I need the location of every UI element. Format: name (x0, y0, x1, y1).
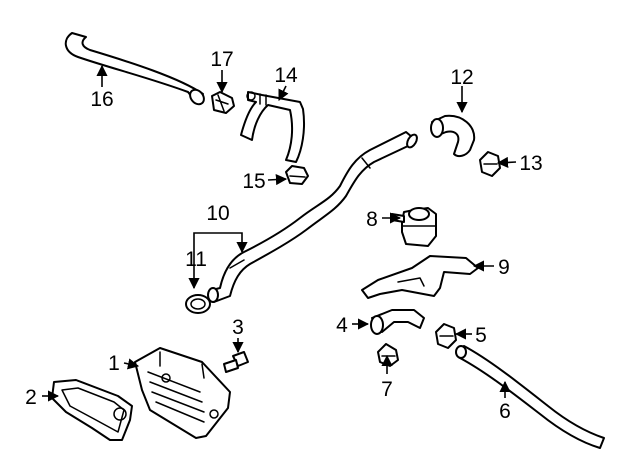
callout-12: 12 (450, 66, 473, 89)
callout-11: 11 (185, 248, 207, 271)
part-2-gasket (51, 379, 133, 441)
part-5-clamp (435, 323, 457, 349)
callout-3: 3 (232, 316, 244, 339)
part-9-bracket (361, 255, 479, 299)
part-11-o-ring (185, 294, 211, 314)
part-1-oil-cooler (134, 347, 231, 439)
part-7-clamp (377, 343, 399, 367)
part-10-pipe (207, 131, 418, 303)
callout-15: 15 (242, 170, 265, 193)
callout-labels: 16 17 14 15 12 13 8 9 10 11 4 5 7 6 3 1 … (25, 48, 543, 423)
leader-lines (42, 64, 517, 402)
callout-13: 13 (519, 152, 542, 175)
callout-9: 9 (498, 256, 510, 279)
callout-4: 4 (336, 314, 348, 337)
part-15-clamp (285, 165, 309, 185)
part-13-clamp (479, 151, 501, 177)
callout-17: 17 (210, 48, 233, 71)
callout-7: 7 (381, 378, 393, 401)
callout-5: 5 (475, 324, 487, 347)
part-8-pump (391, 207, 437, 247)
callout-16: 16 (90, 88, 113, 111)
part-16-hose (64, 32, 205, 106)
part-14-hose (240, 91, 306, 163)
callout-1: 1 (108, 352, 120, 375)
callout-2: 2 (25, 386, 37, 409)
part-17-clamp (211, 91, 235, 114)
part-4-elbow (370, 309, 425, 335)
callout-14: 14 (274, 64, 298, 87)
callout-10: 10 (206, 202, 229, 225)
part-6-hose (455, 345, 605, 449)
part-3-bolt (223, 351, 249, 373)
callout-8: 8 (366, 208, 378, 231)
callout-6: 6 (499, 400, 511, 423)
part-12-elbow (430, 114, 476, 158)
